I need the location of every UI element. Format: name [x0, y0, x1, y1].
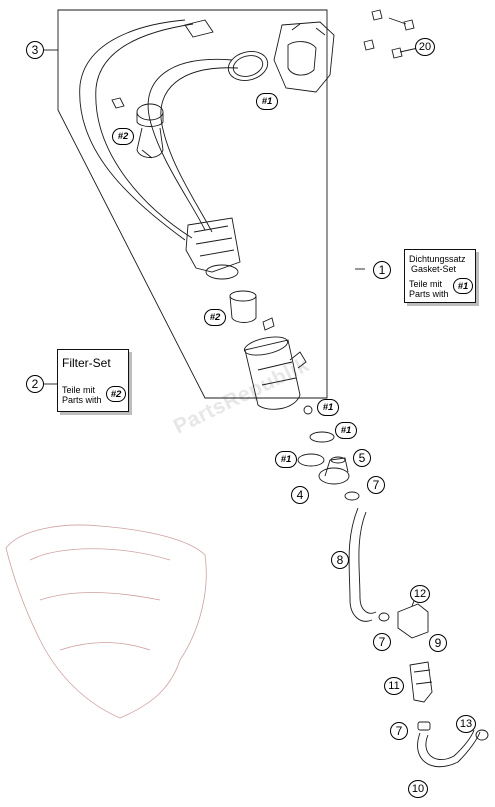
- callout-12: 12: [410, 585, 430, 603]
- gasket-set-line4: Parts with: [409, 289, 449, 299]
- pump-cartridge: [244, 339, 301, 410]
- fuel-fitting: [318, 467, 350, 485]
- gasket-set-line1: Dichtungssatz: [409, 254, 466, 264]
- quick-connector: [397, 603, 429, 639]
- callout-5: 5: [353, 449, 371, 467]
- callout-8: 8: [331, 551, 349, 569]
- pump-flange: [273, 21, 335, 93]
- o-ring-middle: [309, 431, 335, 443]
- fuel-hose-10: [417, 731, 481, 768]
- small-o-ring: [303, 405, 313, 415]
- filter-set-tag: #2: [106, 386, 126, 402]
- callout-2: 2: [26, 375, 44, 393]
- pump-body: [185, 217, 241, 273]
- kit-tag-1: #1: [317, 399, 339, 416]
- kit-tag-1: #1: [275, 451, 297, 468]
- gasket-set-tag: #1: [453, 278, 473, 294]
- callout-11: 11: [384, 677, 404, 695]
- gasket-set-box: Dichtungssatz Gasket-Set Teile mit Parts…: [404, 249, 476, 303]
- kit-tag-1: #1: [335, 422, 357, 439]
- sealing-ring: [297, 453, 325, 467]
- kit-tag-2: #2: [204, 309, 226, 326]
- callout-10: 10: [408, 780, 428, 798]
- fuel-pump-assembly-frame: [57, 9, 328, 399]
- coupling-11: [409, 661, 433, 703]
- kit-tag-1: #1: [256, 93, 278, 110]
- filter-set-box: Filter-Set Teile mit Parts with #2: [57, 349, 129, 412]
- filter-set-title: Filter-Set: [62, 356, 111, 370]
- callout-3: 3: [26, 41, 44, 59]
- callout-13: 13: [456, 715, 476, 733]
- screw-set-20: [363, 9, 415, 59]
- callout-9: 9: [429, 634, 447, 652]
- filter-set-line1: Teile mit: [62, 385, 96, 395]
- callout-1: 1: [373, 261, 391, 279]
- callout-7c: 7: [390, 722, 408, 740]
- gasket-set-line3: Teile mit: [409, 279, 443, 289]
- filter-set-line2: Parts with: [62, 395, 102, 405]
- fuel-hose-upper: [79, 19, 186, 241]
- fuel-hose-8: [348, 507, 373, 622]
- callout-7b: 7: [373, 633, 391, 651]
- callout-7a: 7: [367, 476, 385, 494]
- gasket-set-line2: Gasket-Set: [411, 264, 457, 274]
- filter-sleeve: [229, 290, 257, 302]
- callout-4: 4: [291, 486, 309, 504]
- callout-20: 20: [415, 38, 435, 56]
- o-ring-upper: [227, 51, 269, 81]
- kit-tag-2: #2: [112, 128, 134, 145]
- fuel-tank-outline: [5, 524, 207, 719]
- filter-cap: [136, 103, 164, 121]
